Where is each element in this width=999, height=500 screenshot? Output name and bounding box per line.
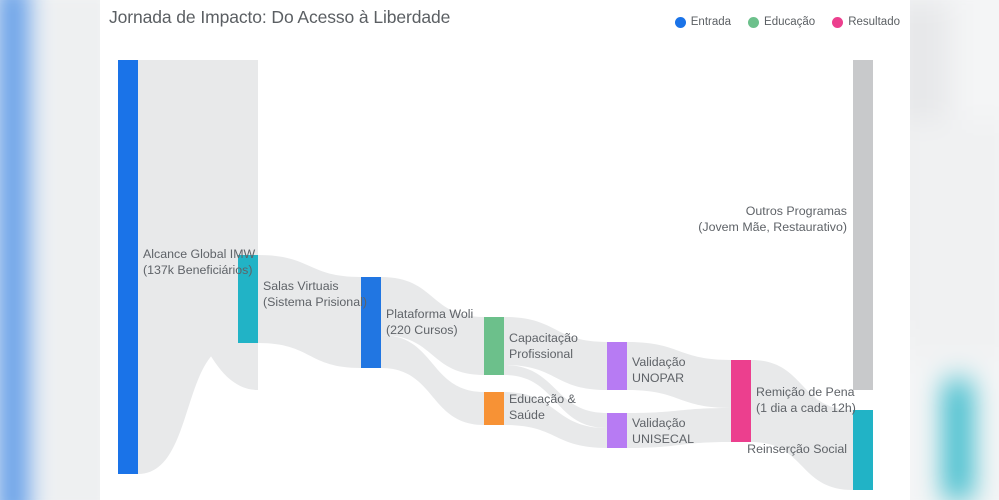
- backdrop-bar: [900, 120, 999, 360]
- sankey-link[interactable]: [504, 392, 607, 448]
- sankey-links: [138, 60, 853, 490]
- sankey-node-salas[interactable]: [238, 255, 258, 343]
- sankey-link[interactable]: [258, 255, 361, 368]
- legend-item-entrada[interactable]: Entrada: [674, 16, 732, 28]
- legend-item-resultado[interactable]: Resultado: [832, 16, 900, 28]
- sankey-node-unisecal[interactable]: [607, 413, 627, 448]
- sankey-node-reinsercao[interactable]: [853, 410, 873, 490]
- sankey-node-alcance[interactable]: [118, 60, 138, 474]
- sankey-link[interactable]: [381, 335, 484, 425]
- sankey-link[interactable]: [381, 277, 484, 375]
- legend-swatch-educacao: [748, 16, 760, 28]
- sankey-link[interactable]: [138, 255, 238, 474]
- sankey-node-educsaude[interactable]: [484, 392, 504, 425]
- page-title: Jornada de Impacto: Do Acesso à Liberdad…: [109, 7, 451, 27]
- sankey-node-remicao[interactable]: [731, 360, 751, 442]
- backdrop-bar: [2, 0, 24, 500]
- sankey-node-label-salas: Salas Virtuais(Sistema Prisional): [263, 279, 367, 309]
- sankey-labels: Alcance Global IMW(137k Beneficiários)Sa…: [143, 204, 856, 456]
- chart-card: Jornada de Impacto: Do Acesso à Liberdad…: [100, 0, 910, 500]
- sankey-nodes: [118, 60, 873, 490]
- sankey-node-label-woli: Plataforma Woli(220 Cursos): [386, 307, 473, 337]
- sankey-node-woli[interactable]: [361, 277, 381, 368]
- legend-label-educacao: Educação: [764, 16, 816, 28]
- legend: Entrada Educação Resultado: [674, 16, 900, 28]
- sankey-node-unopar[interactable]: [607, 342, 627, 390]
- sankey-node-label-reinsercao: Reinserção Social: [747, 442, 847, 456]
- sankey-link[interactable]: [627, 408, 731, 448]
- sankey-diagram: Alcance Global IMW(137k Beneficiários)Sa…: [116, 56, 894, 494]
- sankey-node-label-outros: Outros Programas(Jovem Mãe, Restaurativo…: [698, 204, 847, 234]
- sankey-node-label-remicao: Remição de Pena(1 dia a cada 12h): [756, 385, 856, 415]
- sankey-node-label-alcance: Alcance Global IMW(137k Beneficiários): [143, 247, 256, 277]
- sankey-node-label-educsaude: Educação &Saúde: [509, 392, 577, 422]
- legend-label-entrada: Entrada: [690, 16, 732, 28]
- sankey-node-outros[interactable]: [853, 60, 873, 390]
- legend-label-resultado: Resultado: [848, 16, 900, 28]
- legend-swatch-entrada: [674, 16, 686, 28]
- legend-item-educacao[interactable]: Educação: [748, 16, 815, 28]
- sankey-node-capacitacao[interactable]: [484, 317, 504, 375]
- sankey-link[interactable]: [504, 365, 607, 428]
- sankey-link[interactable]: [627, 342, 731, 408]
- legend-swatch-resultado: [832, 16, 844, 28]
- sankey-link[interactable]: [751, 360, 853, 490]
- backdrop-bar: [945, 380, 971, 500]
- sankey-link[interactable]: [504, 317, 607, 390]
